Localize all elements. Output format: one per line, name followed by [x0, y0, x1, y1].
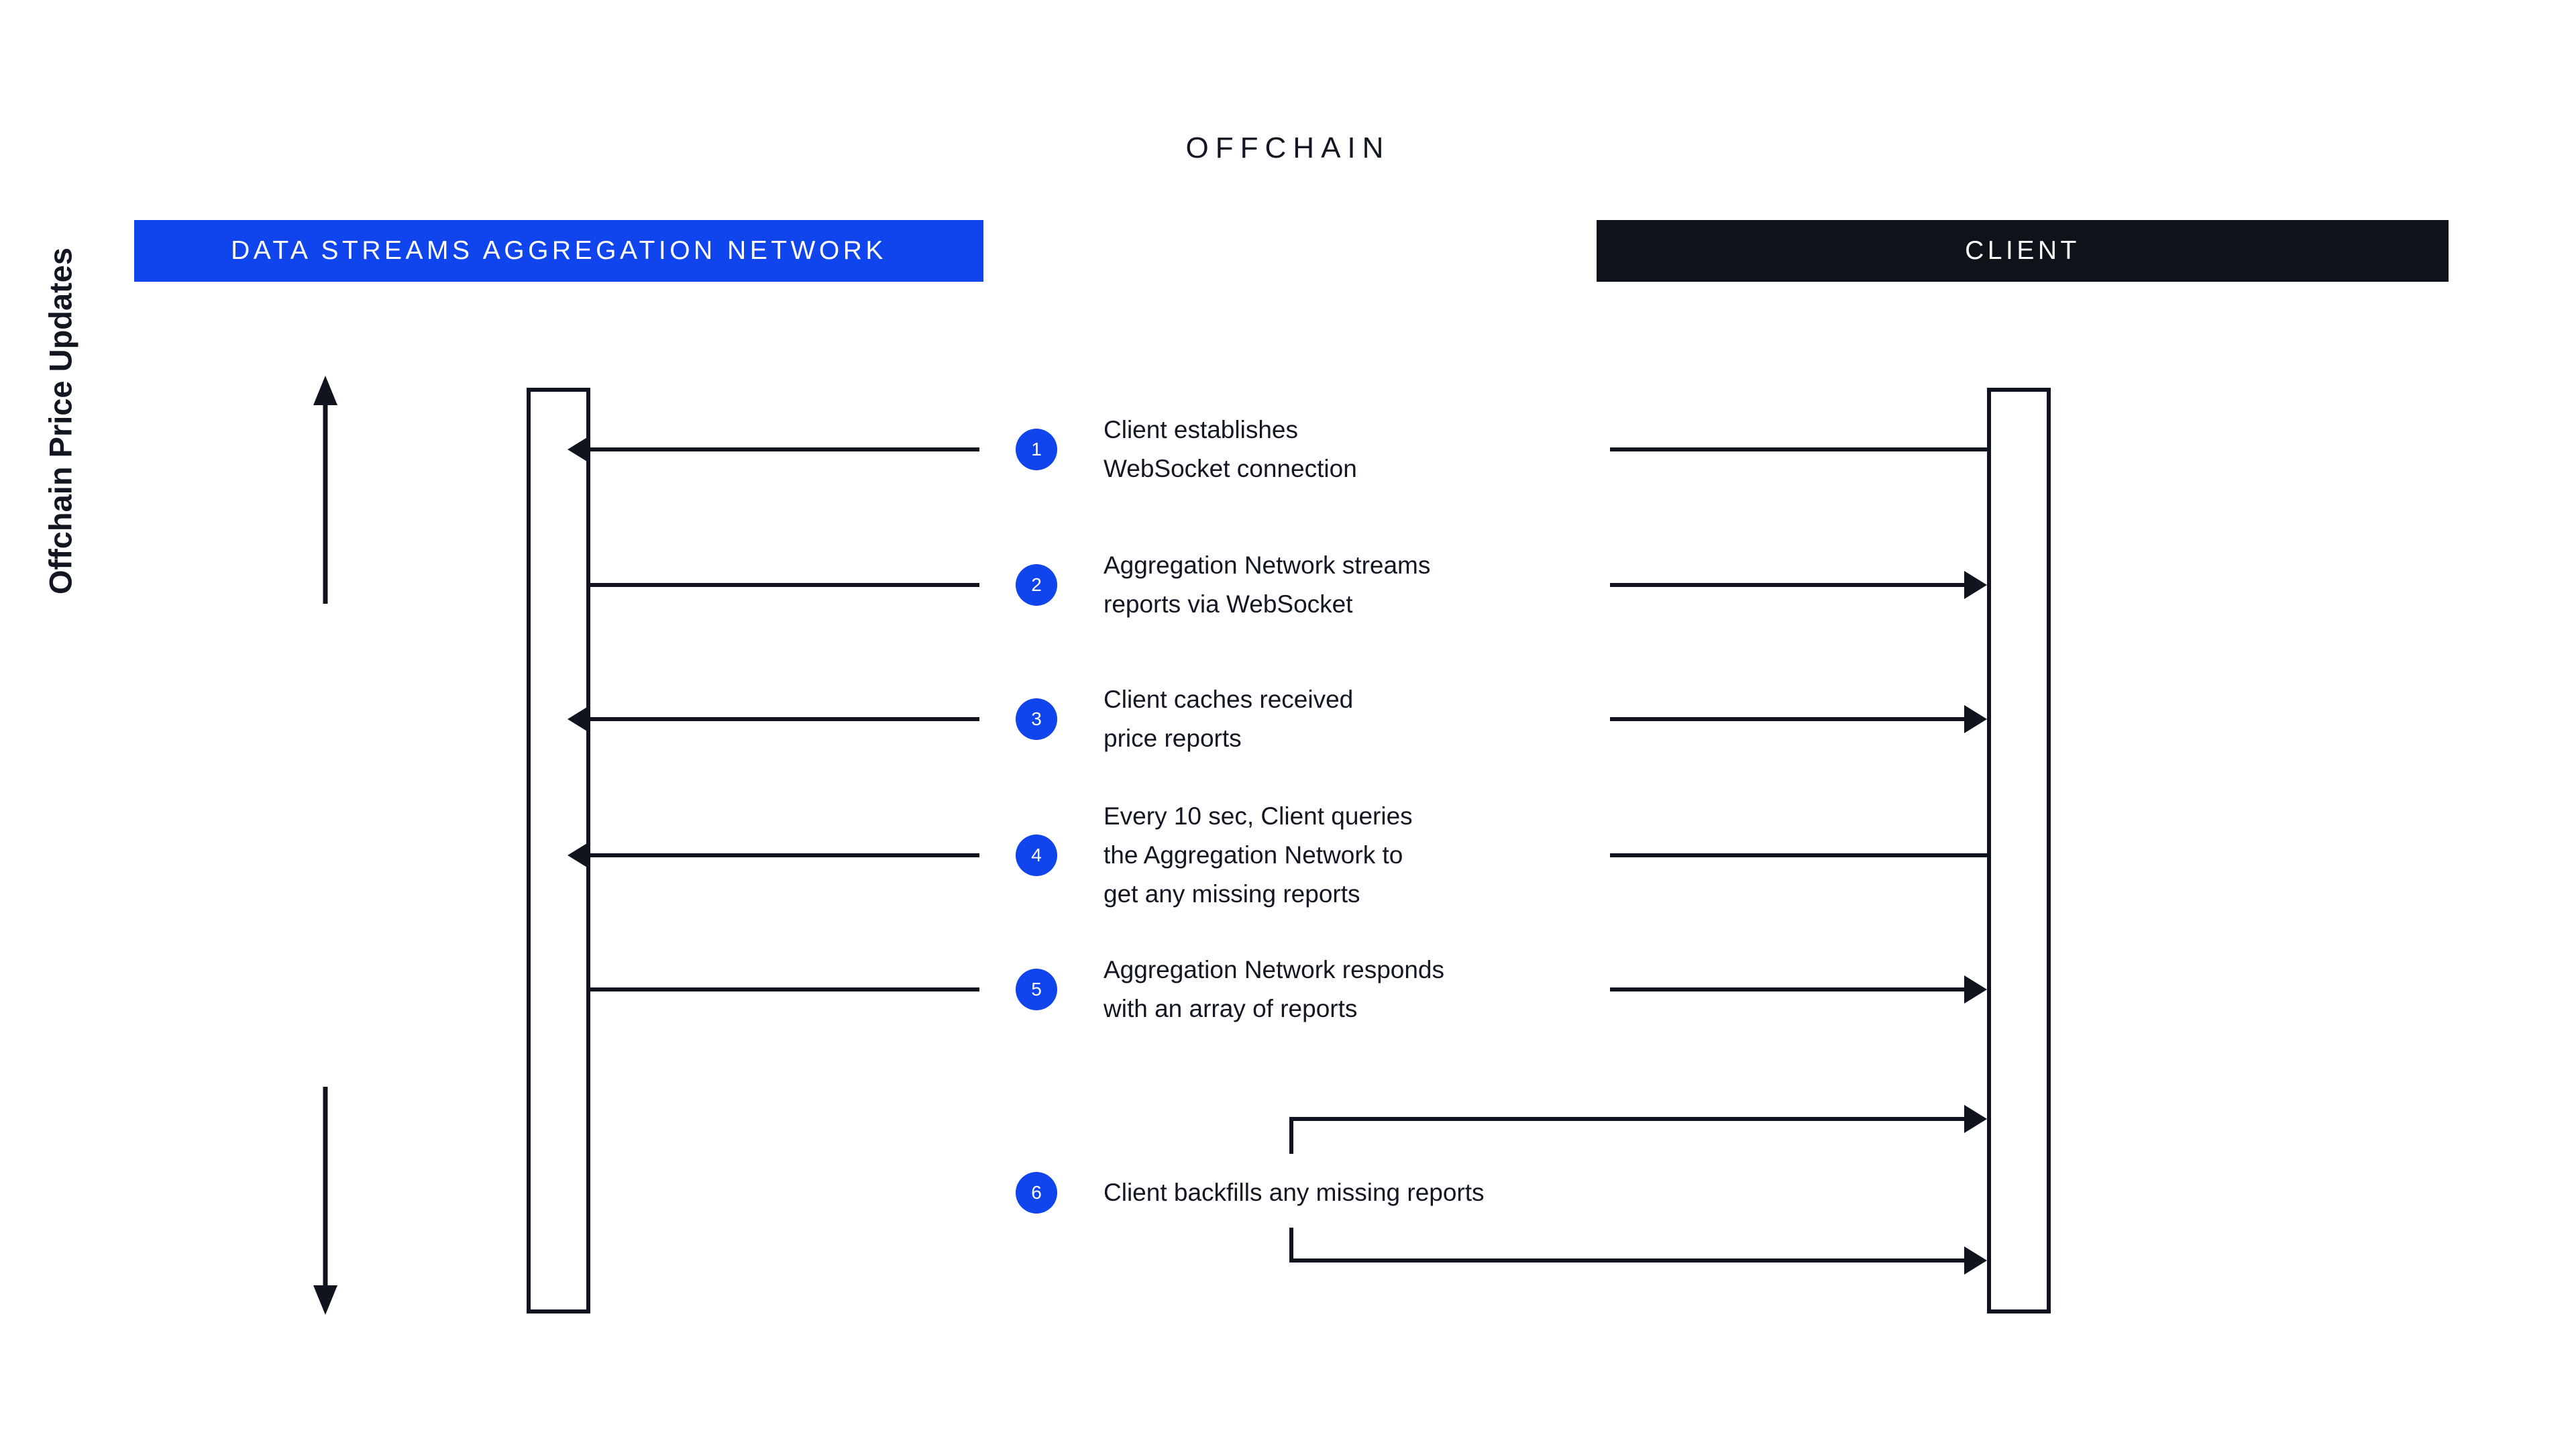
message-line-3-right [1610, 717, 1964, 721]
step-number-1: 1 [1016, 429, 1057, 470]
message-line-4-left [590, 853, 979, 857]
message-line-5-left [590, 987, 979, 991]
step-text-1: Client establishes WebSocket connection [1104, 416, 1357, 482]
message-line-1-right [1610, 447, 1987, 451]
message-line-4-right [1610, 853, 1987, 857]
lifeline-client [1987, 388, 2051, 1313]
step-number-2: 2 [1016, 564, 1057, 606]
step-number-4: 4 [1016, 835, 1057, 876]
arrowhead-right-6-bottom [1964, 1246, 1987, 1275]
step-text-5: Aggregation Network responds with an arr… [1104, 956, 1445, 1022]
message-line-1-left [590, 447, 979, 451]
message-line-2-right [1610, 583, 1964, 587]
double-arrow-icon [313, 376, 337, 1315]
message-line-3-left [590, 717, 979, 721]
lane-header-aggregation-network: DATA STREAMS AGGREGATION NETWORK [134, 220, 983, 282]
page-title: OFFCHAIN [1185, 131, 1391, 164]
time-axis-label: Offchain Price Updates [42, 247, 78, 595]
step-number-5: 5 [1016, 969, 1057, 1010]
message-line-5-right [1610, 987, 1964, 991]
step-text-4: Every 10 sec, Client queries the Aggrega… [1104, 802, 1413, 908]
message-line-2-left [590, 583, 979, 587]
self-loop-stub-bottom [1289, 1228, 1293, 1263]
step-text-3: Client caches received price reports [1104, 686, 1354, 752]
self-loop-line-bottom [1289, 1258, 1964, 1263]
arrowhead-left-4 [568, 841, 590, 869]
step-number-6: 6 [1016, 1172, 1057, 1214]
arrowhead-left-1 [568, 435, 590, 464]
arrowhead-right-2 [1964, 571, 1987, 599]
lane-header-client: CLIENT [1597, 220, 2449, 282]
step-text-2: Aggregation Network streams reports via … [1104, 551, 1431, 618]
self-loop-stub-top [1289, 1119, 1293, 1154]
arrowhead-left-3 [568, 705, 590, 733]
self-loop-line-top [1289, 1117, 1964, 1121]
arrowhead-right-3 [1964, 705, 1987, 733]
time-axis [305, 376, 345, 1315]
step-number-3: 3 [1016, 698, 1057, 740]
step-text-6: Client backfills any missing reports [1104, 1179, 1485, 1206]
arrowhead-right-6-top [1964, 1105, 1987, 1133]
arrowhead-right-5 [1964, 975, 1987, 1004]
